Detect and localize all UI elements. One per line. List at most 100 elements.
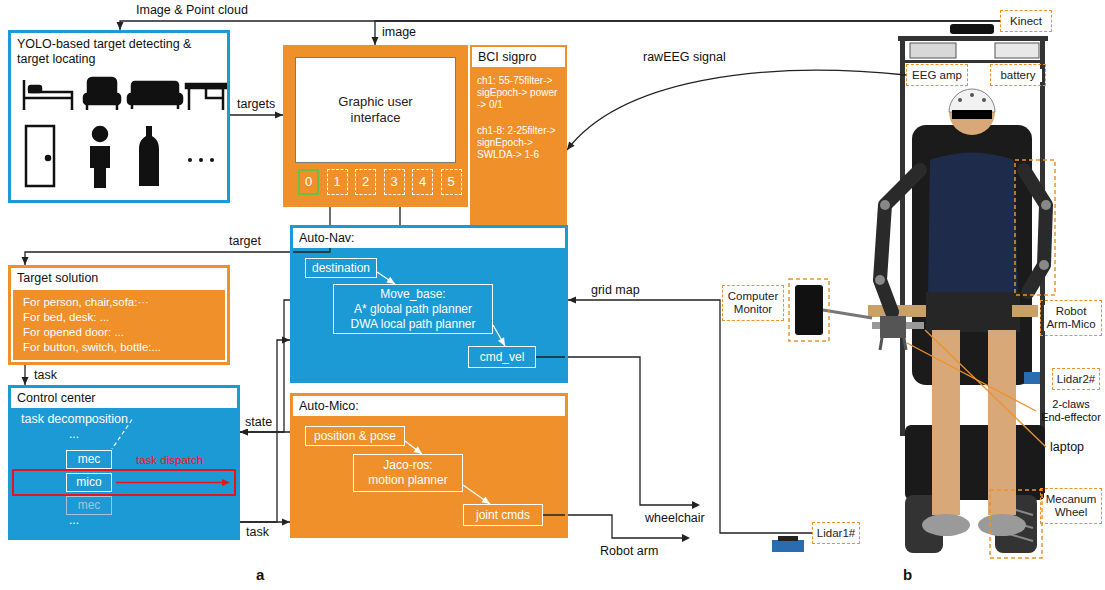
node-text: Target solution (11, 268, 227, 288)
panel-letter: b (903, 566, 912, 583)
lidar-device (1024, 372, 1040, 384)
node-text: Lidar2# (1056, 373, 1096, 386)
robot-arm (880, 170, 920, 312)
node-text: For bed, desk: ... (11, 310, 227, 325)
object-icons (199, 158, 203, 162)
output-arrowhead (692, 501, 700, 509)
connector-line (377, 272, 395, 284)
output-label: wheelchair (645, 511, 705, 525)
node-text: Robot Arm-Mico (1044, 305, 1098, 331)
object-icons (26, 126, 54, 186)
seated-user (982, 98, 986, 102)
connector-line (405, 441, 422, 454)
control-panel: Control centertask decomposition......me… (8, 385, 240, 540)
connector-line (493, 325, 505, 346)
arrowhead (222, 479, 230, 486)
connector (117, 21, 1001, 30)
node-text: ch1-8: 2-25filter-> signEpoch-> SWLDA-> … (477, 125, 560, 161)
panel-letter: a (256, 566, 264, 583)
connector (22, 365, 29, 385)
connector (372, 21, 1001, 45)
part-label: laptop (1050, 440, 1084, 454)
part-callout: EEG amp (906, 64, 968, 86)
node-text: cmd_vel (469, 350, 535, 365)
panel-fill (290, 225, 568, 383)
part-label: 2-claws End-effector (1040, 398, 1102, 424)
wheelchair-base (905, 125, 1045, 553)
module-panel: Auto-Nav:destinationMove_base:A* global … (290, 225, 568, 383)
node-text: YOLO-based target detecting & target loc… (11, 33, 203, 71)
node-text: 1 (328, 172, 347, 192)
output-arrow (536, 357, 692, 505)
edge-label: rawEEG signal (642, 50, 727, 64)
connector (240, 337, 290, 523)
edge-label: target (228, 234, 262, 248)
edge-label: image (381, 25, 417, 39)
wheelchair-frame (900, 36, 905, 436)
object-icons (139, 126, 159, 186)
edge-label: targets (236, 97, 276, 111)
connector (405, 441, 422, 454)
object-icons (46, 156, 50, 160)
panel-fill (8, 385, 240, 540)
node-text: EEG amp (910, 69, 964, 82)
mounted-devices (910, 43, 956, 58)
node-text: joint cmds (464, 508, 542, 523)
leader-line (907, 343, 1036, 411)
node-text: task decomposition (21, 412, 128, 427)
part-callout: battery (990, 64, 1046, 86)
object-icons (87, 104, 117, 110)
connector (568, 297, 812, 534)
node-text: Computer Monitor (726, 290, 780, 316)
node-text: Auto-Mico: (293, 396, 565, 416)
edge-label: state (244, 415, 273, 429)
module-panel: Auto-Mico:position & poseJaco-ros:motion… (290, 393, 568, 538)
edge-label: task (245, 525, 270, 539)
monitor (795, 285, 823, 335)
part-label: laptop (1050, 440, 1084, 454)
node-text: mec (67, 498, 111, 513)
part-callout: Robot Arm-Mico (1040, 300, 1102, 336)
object-icons (24, 78, 226, 188)
seated-user (988, 330, 1016, 515)
output-label: Robot arm (600, 544, 658, 558)
arm-joint (1039, 260, 1049, 270)
node-text: Move_base: (334, 287, 492, 302)
arrowhead (240, 429, 248, 436)
process-box: joint cmds (463, 504, 543, 526)
edge-label: task (33, 368, 58, 382)
arrowhead (240, 429, 248, 436)
connector-line (240, 300, 290, 432)
node-text: ... (11, 427, 237, 441)
task-box: mec (66, 496, 112, 515)
seated-user (928, 153, 1018, 301)
seated-user (958, 98, 962, 102)
node-text: ch1: 55-75filter-> sigEpoch-> power -> 0… (477, 75, 560, 111)
node-text: position & pose (306, 429, 404, 444)
panel-letter: a (256, 566, 264, 583)
node-text: battery (994, 69, 1042, 82)
object-icons (29, 86, 41, 92)
monitor (795, 285, 872, 335)
node-text: Jaco-ros: (354, 458, 462, 473)
seated-user (978, 514, 1026, 536)
object-icons (90, 146, 110, 188)
task-box: mec (66, 450, 112, 469)
edge-label: grid map (590, 283, 641, 297)
seated-user (970, 93, 974, 97)
connector (463, 485, 490, 504)
part-callout: Mecanum Wheel (1040, 488, 1102, 524)
choice-box: 4 (412, 169, 433, 195)
object-icons (84, 94, 120, 104)
connector (230, 112, 283, 119)
panel-fill (470, 45, 567, 225)
choice-box: 0 (298, 169, 319, 195)
task-box: mico (66, 473, 112, 492)
process-box: Move_base:A* global path plannerDWA loca… (333, 284, 493, 334)
edge-label: grid map (590, 283, 641, 297)
arrowhead (372, 37, 379, 45)
panel-letter: b (903, 566, 912, 583)
node-text: Control center (11, 388, 237, 408)
choice-box: 2 (355, 169, 376, 195)
node-text: For button, switch, bottle:... (11, 340, 227, 355)
